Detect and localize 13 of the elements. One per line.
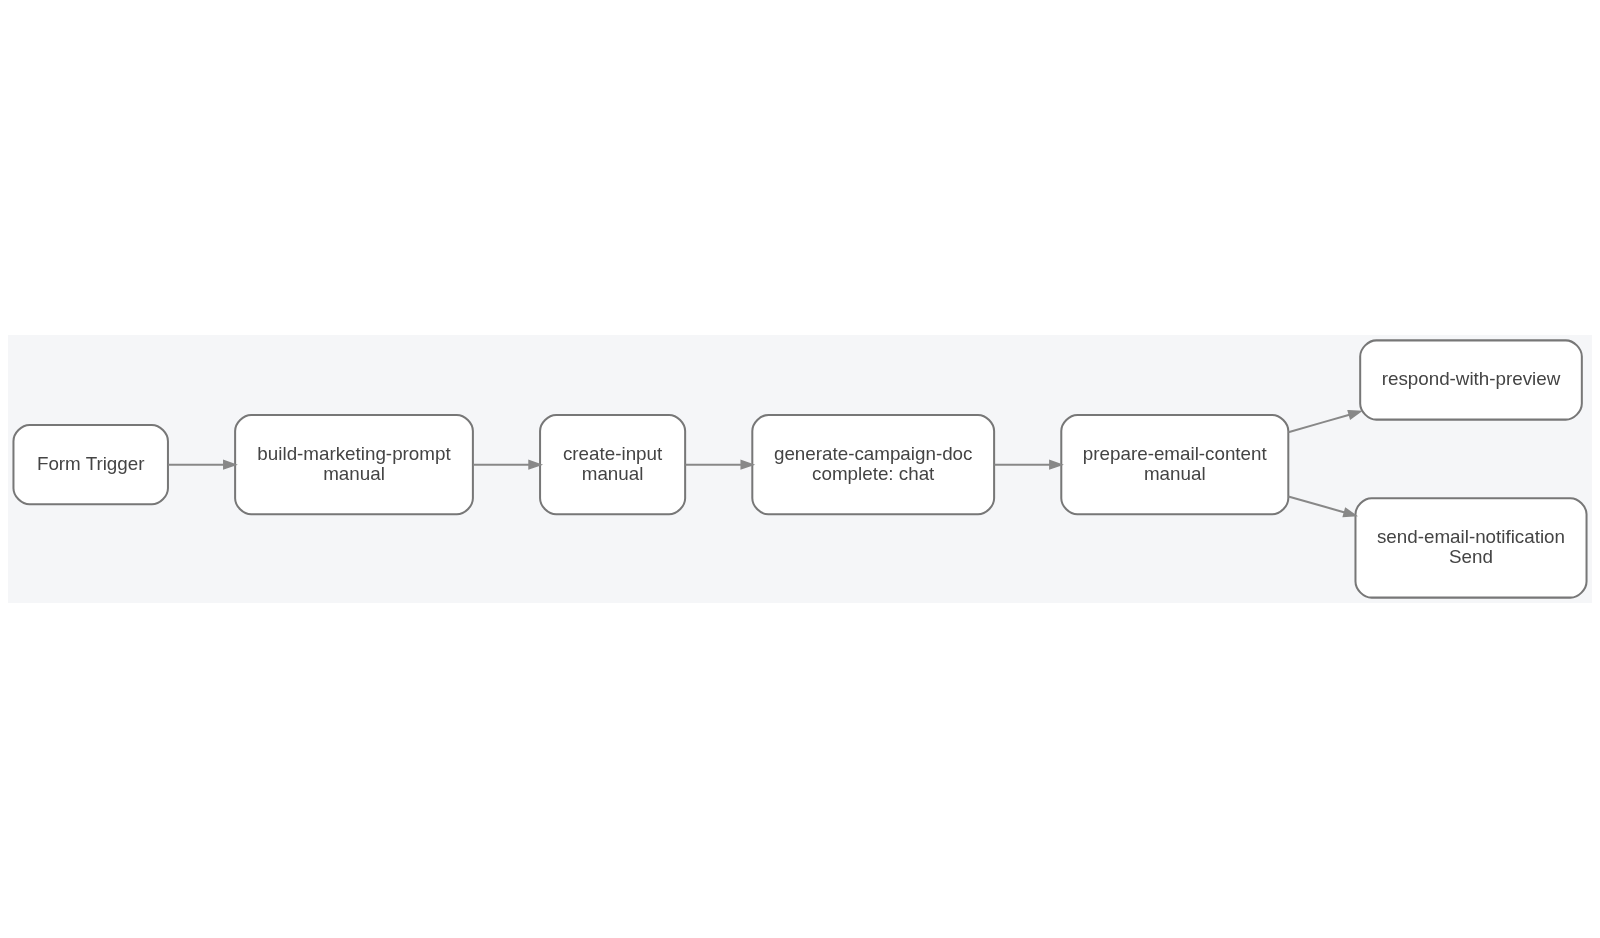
arrow xyxy=(1288,409,1363,434)
arrow xyxy=(994,459,1064,470)
arrow xyxy=(1288,495,1359,518)
node-box: respond-with-preview xyxy=(1359,339,1583,421)
node-box: create-input manual xyxy=(539,413,687,516)
arrow xyxy=(685,459,756,470)
node-box: Form Trigger xyxy=(12,424,169,506)
node-box: send-email-notification Send xyxy=(1354,497,1588,599)
node-box: prepare-email-content manual xyxy=(1060,413,1290,516)
node-box: build-marketing-prompt manual xyxy=(234,413,474,516)
arrow xyxy=(168,459,238,470)
arrow xyxy=(473,459,544,470)
node-box: generate-campaign-doc complete: chat xyxy=(751,413,996,516)
